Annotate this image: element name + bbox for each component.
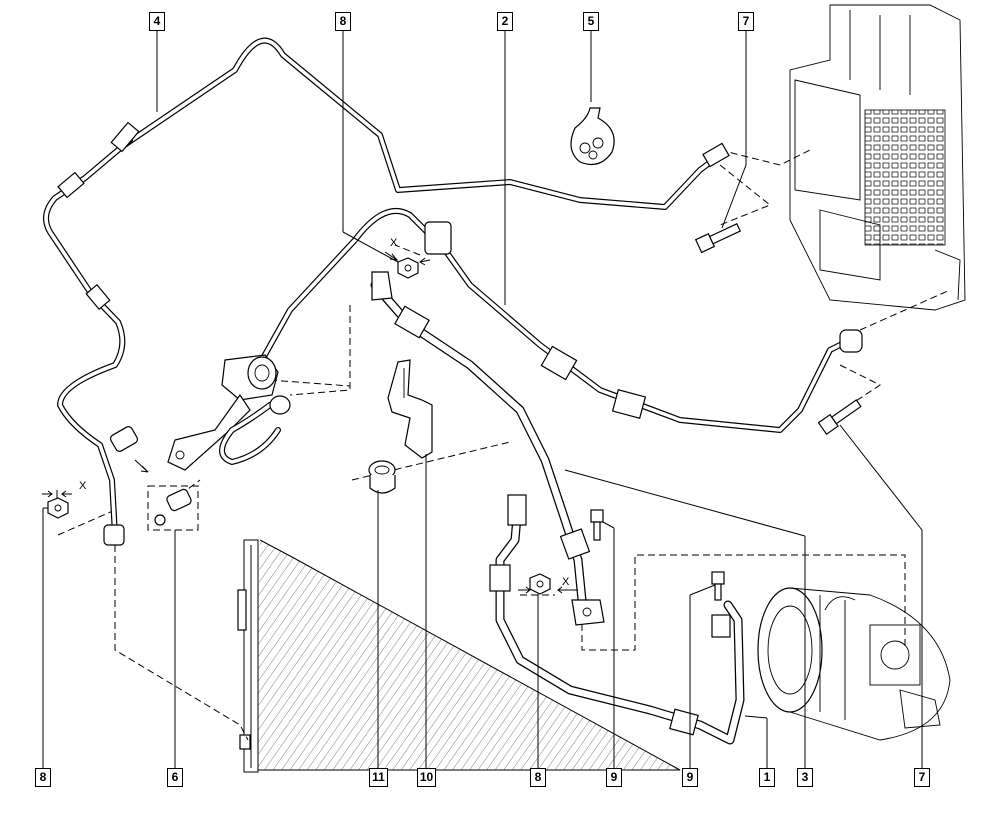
callout-8-bottom-mid: 8 bbox=[530, 768, 546, 787]
hose-3 bbox=[370, 271, 605, 626]
expansion-valve bbox=[167, 354, 291, 471]
x-marker-left: X bbox=[79, 480, 87, 492]
pipe-4 bbox=[43, 37, 730, 546]
callout-leaders bbox=[42, 30, 923, 768]
callout-9-bottom-2: 9 bbox=[682, 768, 698, 787]
callout-7-top: 7 bbox=[738, 12, 754, 31]
x-marker-top: X bbox=[390, 237, 398, 249]
callout-3-bottom: 3 bbox=[797, 768, 813, 787]
x-arrows bbox=[42, 251, 578, 594]
bracket-10 bbox=[387, 359, 433, 459]
x-marker-bottom: X bbox=[562, 576, 570, 588]
callout-6-bottom: 6 bbox=[167, 768, 183, 787]
desiccant-bag-5 bbox=[570, 107, 615, 165]
callout-2-top: 2 bbox=[497, 12, 513, 31]
callout-8-bottom-left: 8 bbox=[35, 768, 51, 787]
pressure-switch-6 bbox=[109, 426, 199, 531]
compressor bbox=[757, 587, 951, 741]
callout-11-bottom: 11 bbox=[369, 768, 388, 787]
clip-11 bbox=[368, 460, 396, 494]
callout-9-bottom-1: 9 bbox=[606, 768, 622, 787]
condenser bbox=[237, 539, 681, 773]
bolts bbox=[590, 223, 862, 601]
callout-1-bottom: 1 bbox=[759, 768, 775, 787]
callout-5-top: 5 bbox=[583, 12, 599, 31]
callout-10-bottom: 10 bbox=[417, 768, 436, 787]
nuts-8 bbox=[47, 257, 551, 595]
callout-7-bottom: 7 bbox=[914, 768, 930, 787]
fuse-box-area bbox=[789, 4, 966, 311]
callout-4-top: 4 bbox=[149, 12, 165, 31]
callout-8-top: 8 bbox=[335, 12, 351, 31]
hose-1 bbox=[489, 494, 745, 745]
pipe-2 bbox=[259, 208, 863, 433]
